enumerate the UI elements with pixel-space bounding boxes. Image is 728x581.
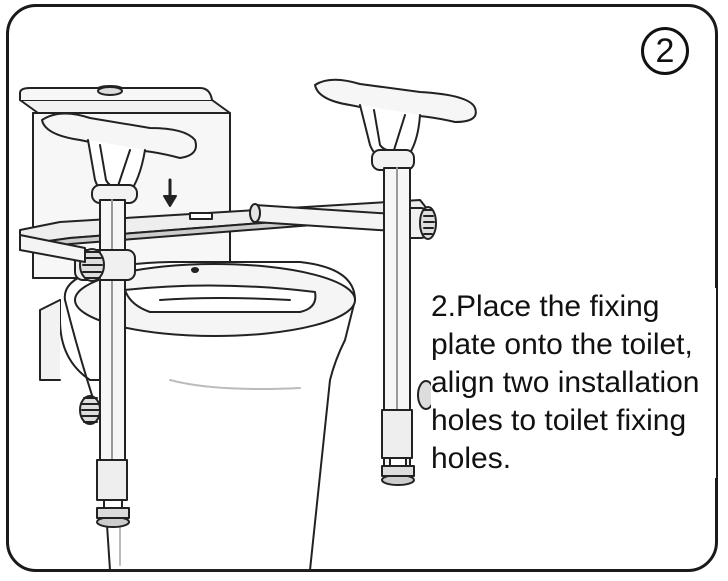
step-number-badge: 2: [641, 27, 689, 75]
step-number: 2: [655, 32, 675, 70]
instruction-line: 2.Place the fixing: [431, 290, 660, 323]
instruction-line: holes to toilet fixing: [431, 404, 687, 437]
instruction-line: plate onto the toilet,: [431, 328, 693, 361]
instruction-line: holes.: [431, 442, 512, 475]
down-arrow-icon: [163, 178, 177, 207]
left-armrest: [19, 112, 197, 528]
instruction-line: align two installation: [431, 366, 700, 399]
instruction-text: 2.Place the fixing plate onto the toilet…: [431, 288, 716, 478]
right-armrest: [314, 78, 477, 486]
